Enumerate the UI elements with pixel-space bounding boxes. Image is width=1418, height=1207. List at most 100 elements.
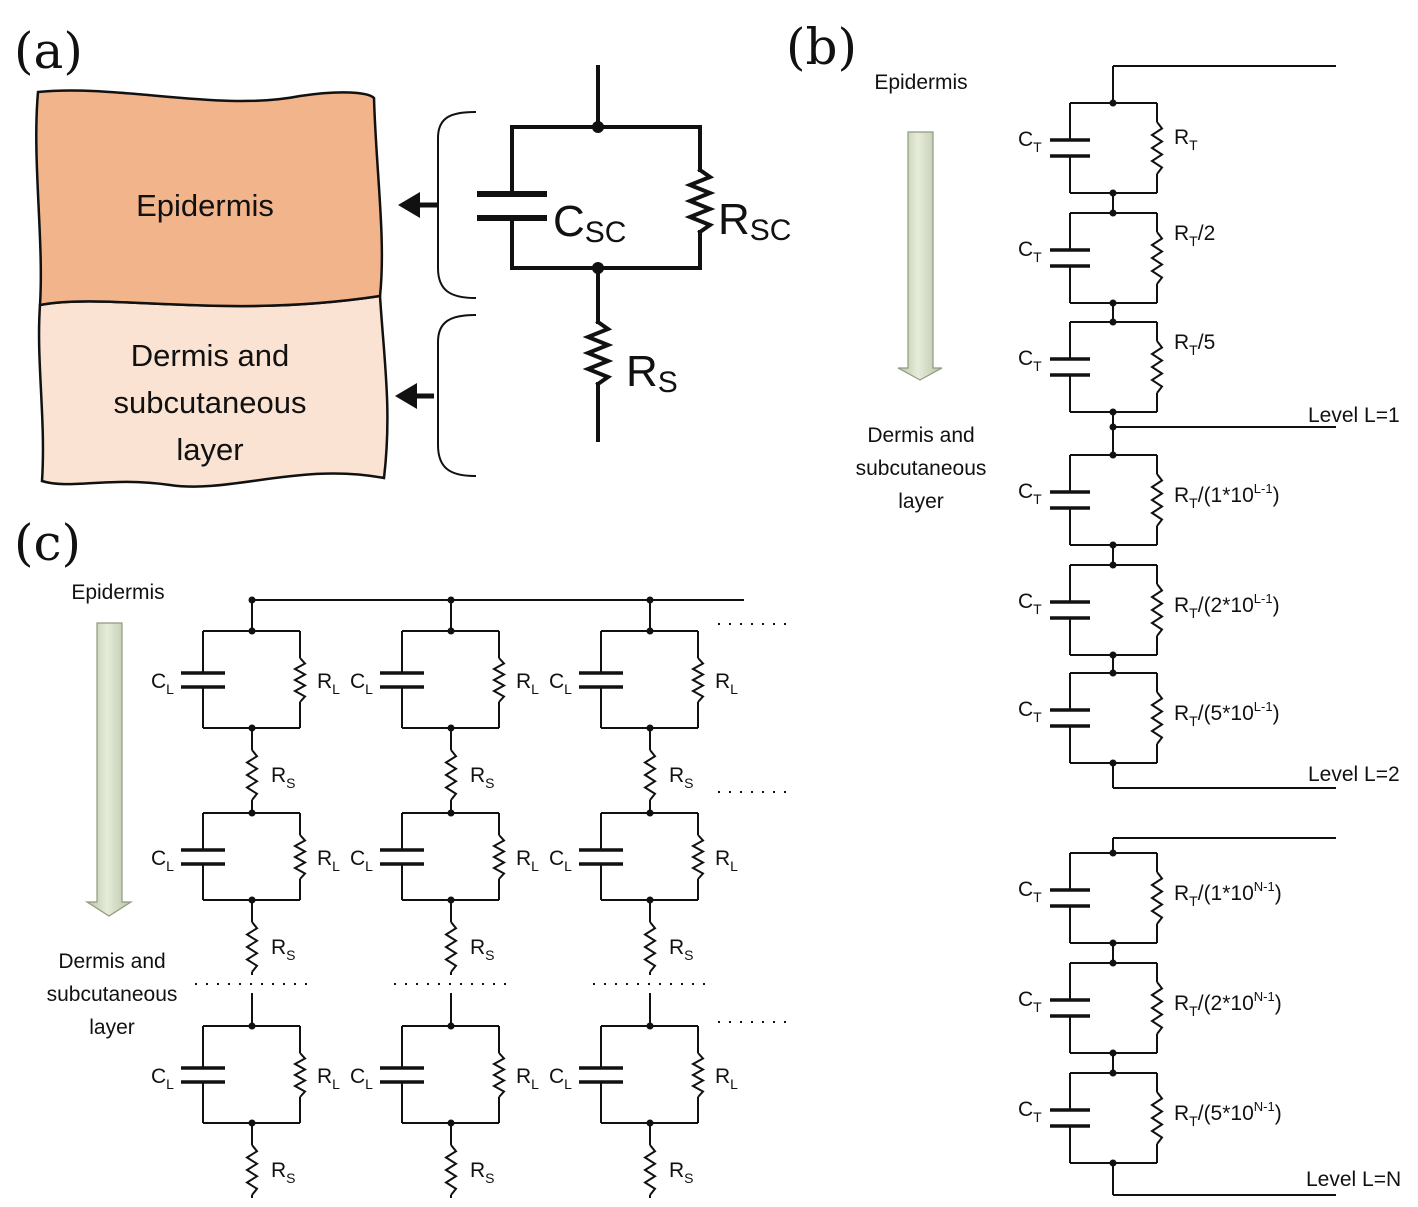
rt-label-6: RT/(5*10L-1) bbox=[1174, 699, 1280, 729]
rs-resistor bbox=[582, 319, 614, 387]
ct-label: CT bbox=[1018, 1098, 1042, 1125]
junction-dot bbox=[1109, 939, 1117, 947]
rc-block-1: CT RT bbox=[1018, 102, 1198, 194]
rl-label: RL bbox=[715, 670, 738, 697]
resistor bbox=[690, 1052, 706, 1098]
panel-b-depth-arrow-icon bbox=[897, 131, 943, 381]
resistor bbox=[690, 834, 706, 880]
resistor bbox=[1150, 871, 1164, 925]
ct-label: CT bbox=[1018, 347, 1042, 374]
resistor bbox=[1150, 340, 1164, 394]
junction-dot bbox=[1109, 318, 1117, 326]
rs-label: RS bbox=[669, 1159, 694, 1186]
stratum-corneum-circuit: CSC RSC RS bbox=[477, 65, 791, 442]
rc-block-9: CT RT/(5*10N-1) bbox=[1018, 1072, 1282, 1164]
rs-label: RS bbox=[271, 764, 296, 791]
junction-dot bbox=[248, 809, 256, 817]
series-resistor bbox=[444, 1144, 458, 1196]
cl-label: CL bbox=[549, 670, 572, 697]
resistor bbox=[1150, 981, 1164, 1035]
rs-label: RS bbox=[271, 1159, 296, 1186]
junction-dot bbox=[646, 596, 654, 604]
series-resistor bbox=[245, 749, 259, 801]
rs-label: RS bbox=[669, 764, 694, 791]
junction-dot bbox=[1109, 849, 1117, 857]
ct-label: CT bbox=[1018, 590, 1042, 617]
rsc-resistor bbox=[684, 167, 716, 235]
panel-a-label: (a) bbox=[14, 22, 83, 80]
series-resistor bbox=[444, 921, 458, 973]
rc-block-2: CT RT/2 bbox=[1018, 212, 1215, 304]
epidermis-layer-shape bbox=[35, 89, 384, 308]
junction-dot bbox=[1109, 541, 1117, 549]
ct-label: CT bbox=[1018, 480, 1042, 507]
dermis-brace bbox=[437, 313, 477, 478]
rl-label: RL bbox=[715, 847, 738, 874]
panel-c-epidermis-label: Epidermis bbox=[71, 581, 164, 604]
resistor bbox=[491, 834, 507, 880]
rs-label: RS bbox=[626, 347, 678, 399]
panel-c-label: (c) bbox=[14, 514, 81, 572]
panel-c-dermis-line-3: layer bbox=[89, 1016, 135, 1039]
rt-label-5: RT/(2*10L-1) bbox=[1174, 591, 1280, 621]
cl-label: CL bbox=[151, 847, 174, 874]
junction-dot bbox=[1109, 451, 1117, 459]
junction-dot bbox=[1109, 651, 1117, 659]
rt-label-1: RT bbox=[1174, 126, 1198, 153]
epidermis-arrow-icon bbox=[398, 192, 437, 218]
level-ln-label: Level L=N bbox=[1306, 1168, 1401, 1191]
rt-label-8: RT/(2*10N-1) bbox=[1174, 989, 1282, 1019]
panel-b: (b) Epidermis Dermis and subcutaneous la… bbox=[786, 18, 1401, 1196]
resistor bbox=[292, 1052, 308, 1098]
junction-dot bbox=[1109, 959, 1117, 967]
ct-label: CT bbox=[1018, 128, 1042, 155]
rl-label: RL bbox=[317, 670, 340, 697]
junction-dot bbox=[248, 596, 256, 604]
panel-c-depth-arrow-icon bbox=[84, 622, 134, 917]
junction-dot bbox=[1109, 1049, 1117, 1057]
cl-label: CL bbox=[151, 1065, 174, 1092]
resistor bbox=[1150, 691, 1164, 745]
junction-dot bbox=[1109, 561, 1117, 569]
rsc-label: RSC bbox=[718, 195, 791, 247]
rl-label: RL bbox=[516, 670, 539, 697]
rs-label: RS bbox=[470, 1159, 495, 1186]
ct-label: CT bbox=[1018, 238, 1042, 265]
panel-a: (a) Epidermis Dermis and subcutaneous la… bbox=[14, 22, 791, 488]
cl-label: CL bbox=[350, 847, 373, 874]
rs-label: RS bbox=[271, 936, 296, 963]
series-resistor bbox=[643, 1144, 657, 1196]
series-resistor bbox=[643, 921, 657, 973]
epidermis-label: Epidermis bbox=[136, 188, 274, 223]
csc-label: CSC bbox=[553, 197, 626, 249]
rt-label-2: RT/2 bbox=[1174, 222, 1215, 249]
resistor bbox=[1150, 473, 1164, 527]
rt-label-9: RT/(5*10N-1) bbox=[1174, 1099, 1282, 1129]
junction-dot bbox=[1109, 759, 1117, 767]
series-resistor bbox=[245, 921, 259, 973]
panel-b-label: (b) bbox=[786, 18, 857, 76]
rs-label: RS bbox=[470, 764, 495, 791]
resistor bbox=[292, 657, 308, 703]
junction-dot bbox=[1109, 99, 1117, 107]
junction-dot bbox=[1109, 189, 1117, 197]
junction-dot bbox=[1109, 408, 1117, 416]
epidermis-brace bbox=[437, 110, 477, 300]
junction-dot bbox=[1109, 1159, 1117, 1167]
junction-dot bbox=[1109, 423, 1117, 431]
rs-label: RS bbox=[669, 936, 694, 963]
panel-b-epidermis-label: Epidermis bbox=[874, 71, 967, 94]
rt-label-7: RT/(1*10N-1) bbox=[1174, 879, 1282, 909]
resistor bbox=[1150, 583, 1164, 637]
series-resistor bbox=[643, 749, 657, 801]
level-l1-label: Level L=1 bbox=[1308, 404, 1400, 427]
